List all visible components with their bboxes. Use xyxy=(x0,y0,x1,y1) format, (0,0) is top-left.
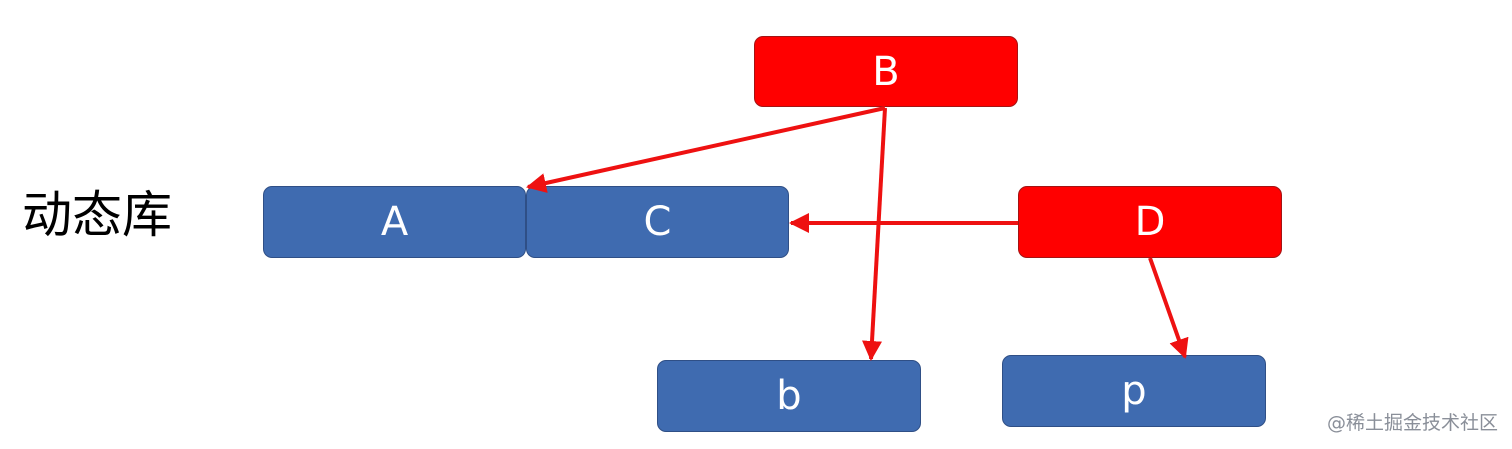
node-b[interactable]: b xyxy=(657,360,921,432)
watermark-text: @稀土掘金技术社区 xyxy=(1326,412,1498,434)
node-D[interactable]: D xyxy=(1018,186,1282,258)
node-B-label: B xyxy=(872,48,900,95)
side-label: 动态库 xyxy=(22,186,172,244)
node-A[interactable]: A xyxy=(263,186,526,258)
edge-B-to-b xyxy=(862,107,887,361)
node-D-label: D xyxy=(1134,199,1166,245)
node-C-label: C xyxy=(643,199,672,245)
node-B[interactable]: B xyxy=(754,36,1018,107)
node-p-label: p xyxy=(1121,368,1147,414)
node-A-label: A xyxy=(380,199,409,245)
edge-B-to-A xyxy=(526,106,886,193)
edge-D-to-p xyxy=(1148,257,1189,359)
node-p[interactable]: p xyxy=(1002,355,1266,427)
node-b-label: b xyxy=(776,373,802,419)
node-C[interactable]: C xyxy=(526,186,789,258)
